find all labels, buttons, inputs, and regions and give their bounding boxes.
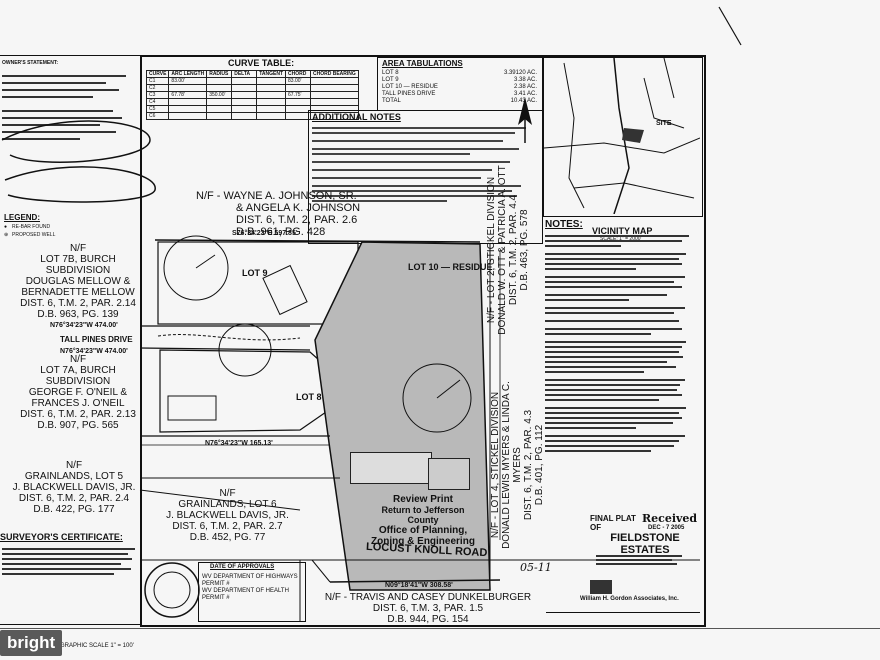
parcel-johnson: N/F - WAYNE A. JOHNSON, SR. (196, 190, 357, 202)
parcel-ott: N/F - LOT 2, STICKEL DIVISION DONALD W. … (486, 165, 530, 335)
owner-certificate-heading: OWNER'S STATEMENT: (2, 60, 59, 66)
area-tabulation-row: TALL PINES DRIVE 3.41 AC. (382, 91, 537, 98)
bearing-bottom: N09°18'41"W 308.58' (385, 582, 453, 589)
area-tabulation-value: 3.38 AC. (513, 77, 537, 83)
area-tabulation-value: 10.43 AC. (510, 98, 537, 104)
area-tabulation-label: LOT 9 (382, 77, 399, 83)
parcel-dunkelburger: N/F - TRAVIS AND CASEY DUNKELBURGER DIST… (324, 592, 532, 625)
surveyor-certificate-title: SURVEYOR'S CERTIFICATE: (0, 532, 123, 542)
curve-table-cell (310, 112, 359, 120)
bearing-1: N76°34'23"W 474.00' (50, 322, 118, 329)
bottom-margin-line (0, 628, 880, 629)
watermark-logo: bright (0, 630, 63, 656)
vicinity-site-label: SITE (656, 120, 672, 127)
approvals-title: DATE OF APPROVALS (210, 564, 275, 570)
lot9-label: LOT 9 (242, 268, 268, 278)
rebar-icon: ● (4, 224, 8, 230)
lot10-label: LOT 10 — RESIDUE (408, 262, 493, 272)
approvals-list: WV DEPARTMENT OF HIGHWAYS PERMIT # WV DE… (202, 574, 298, 601)
area-tabulation-label: LOT 8 (382, 70, 399, 76)
bearing-2: N76°34'23"W 474.00' (60, 348, 128, 355)
area-tabulation-value: 2.38 AC. (513, 84, 537, 90)
stamp-box (428, 458, 470, 490)
parcel-lot7b: N/F LOT 7B, BURCH SUBDIVISION DOUGLAS ME… (20, 243, 136, 320)
area-tabulation-value: 3.39120 AC. (503, 70, 537, 76)
final-plat-block: FINAL PLAT OF FIELDSTONE ESTATES (590, 514, 680, 556)
additional-notes-title: ADDITIONAL NOTES (312, 112, 401, 122)
left-column-border (0, 55, 141, 625)
area-tabulations-title: AREA TABULATIONS (382, 59, 463, 68)
area-tabulation-label: TALL PINES DRIVE (382, 91, 436, 97)
handwritten-note: 05-11 (520, 561, 552, 574)
area-tabulation-label: TOTAL (382, 98, 401, 104)
surveyor-seal-icon (144, 562, 200, 618)
curve-table-cell: C6 (145, 112, 170, 120)
received-date: DEC - 7 2005 (648, 525, 685, 531)
curve-table-cell (285, 112, 311, 120)
area-tabulation-row: LOT 9 3.38 AC. (382, 77, 537, 84)
additional-notes-text (312, 124, 537, 205)
signature-scribble-icon (1, 120, 156, 203)
legend-title: LEGEND: (4, 213, 40, 222)
legend-label: PROPOSED WELL (12, 232, 56, 238)
received-stamp: Received (642, 512, 698, 525)
parcel-johnson-details: & ANGELA K. JOHNSON DIST. 6, T.M. 2, PAR… (236, 202, 361, 238)
firm-logo-icon (590, 580, 612, 594)
parcel-lot6: N/F GRAINLANDS, LOT 6 J. BLACKWELL DAVIS… (166, 488, 289, 543)
approvals-box (198, 562, 306, 622)
review-stamp: Review Print Return to Jefferson County … (371, 494, 475, 547)
curve-table-row: C6 (145, 112, 359, 120)
curve-table-cell (231, 112, 258, 120)
area-tabulation-value: 3.41 AC. (513, 91, 537, 97)
area-tabulation-label: LOT 10 — RESIDUE (382, 84, 438, 90)
lot8-label: LOT 8 (296, 392, 322, 402)
vicinity-map-scale: SCALE: 1" = 2000' (600, 236, 642, 242)
notes-text (545, 232, 697, 455)
legend-label: RE-BAR FOUND (12, 224, 51, 230)
vicinity-map-box (543, 57, 703, 217)
signature-box (350, 452, 432, 484)
title-block-strip (546, 612, 700, 621)
vicinity-map-title: VICINITY MAP (592, 226, 653, 236)
bearing-top: S76°34'23"E 597.85' (232, 230, 298, 237)
bearing-3: N76°34'23"W 165.13' (205, 440, 273, 447)
graphic-scale: GRAPHIC SCALE 1" = 100' (60, 643, 134, 649)
area-tabulation-row: LOT 8 3.39120 AC. (382, 70, 537, 77)
surveyor-certificate-text (2, 545, 142, 578)
area-tabulation-row: TOTAL 10.43 AC. (382, 98, 537, 105)
area-tabulation-row: LOT 10 — RESIDUE 2.38 AC. (382, 84, 537, 91)
notes-title: NOTES: (545, 219, 583, 230)
tall-pines-drive-label: TALL PINES DRIVE (60, 335, 133, 344)
vicinity-map-icon (544, 58, 700, 214)
title-block-fine-print (596, 553, 691, 567)
parcel-lot7a: N/F LOT 7A, BURCH SUBDIVISION GEORGE F. … (20, 354, 136, 431)
pen-mark-icon (718, 6, 742, 46)
firm-name: William H. Gordon Associates, Inc. (580, 596, 679, 602)
drawing-border (140, 55, 706, 627)
curve-table-title: CURVE TABLE: (228, 58, 295, 68)
well-icon: ⊕ (4, 232, 9, 238)
parcel-myers: N/F - LOT 4, STICKEL DIVISION DONALD LEW… (490, 381, 545, 549)
north-arrow-icon (518, 97, 532, 143)
parcel-lot5: N/F GRAINLANDS, LOT 5 J. BLACKWELL DAVIS… (12, 460, 136, 515)
